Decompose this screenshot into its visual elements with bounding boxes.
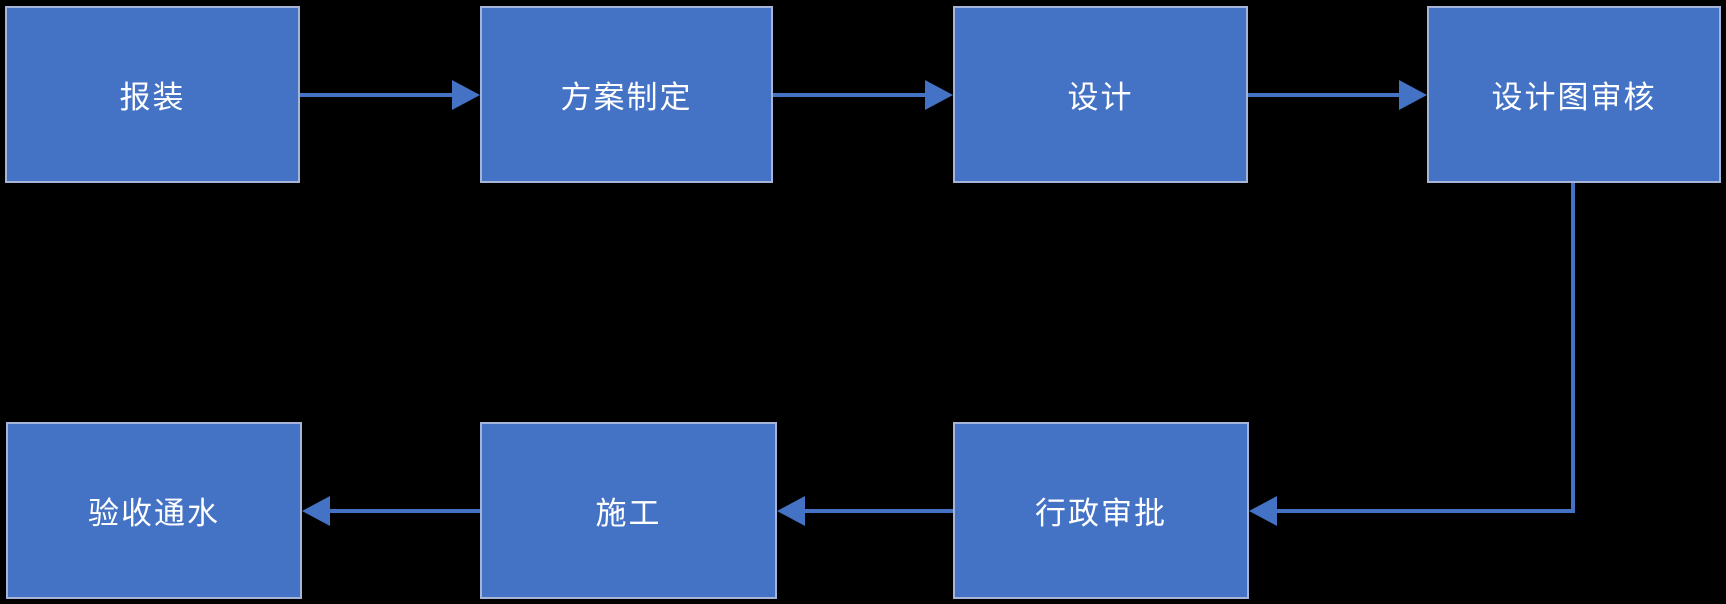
flow-node-construction: 施工 [480, 422, 777, 599]
connector-apply-to-plan [300, 80, 480, 110]
flow-node-label: 方案制定 [560, 80, 693, 116]
flow-node-acceptance-water-supply: 验收通水 [6, 422, 302, 599]
connector-review-to-approval-elbow-line [1275, 183, 1575, 513]
flow-node-label: 行政审批 [1035, 496, 1167, 532]
arrowhead-right-icon [452, 80, 480, 110]
connector-review-to-approval [1249, 183, 1575, 526]
connector-design-to-review [1248, 80, 1427, 110]
connector-approval-to-construction [777, 496, 953, 526]
flow-node-plan-formulation: 方案制定 [480, 6, 773, 183]
flow-node-label: 设计 [1067, 80, 1134, 116]
flow-node-design: 设计 [953, 6, 1248, 183]
flow-node-label: 报装 [119, 80, 186, 116]
arrowhead-right-icon [1399, 80, 1427, 110]
flow-node-label: 验收通水 [88, 496, 220, 532]
arrowhead-left-icon [777, 496, 805, 526]
arrowhead-left-icon [1249, 496, 1277, 526]
flow-node-label: 施工 [595, 496, 662, 532]
flow-node-apply-installation: 报装 [5, 6, 300, 183]
flow-node-administrative-approval: 行政审批 [953, 422, 1249, 599]
connector-plan-to-design [773, 80, 953, 110]
arrowhead-left-icon [302, 496, 330, 526]
flow-node-design-review: 设计图审核 [1427, 6, 1721, 183]
flow-node-label: 设计图审核 [1491, 80, 1657, 116]
connector-construction-to-acceptance [302, 496, 480, 526]
arrowhead-right-icon [925, 80, 953, 110]
